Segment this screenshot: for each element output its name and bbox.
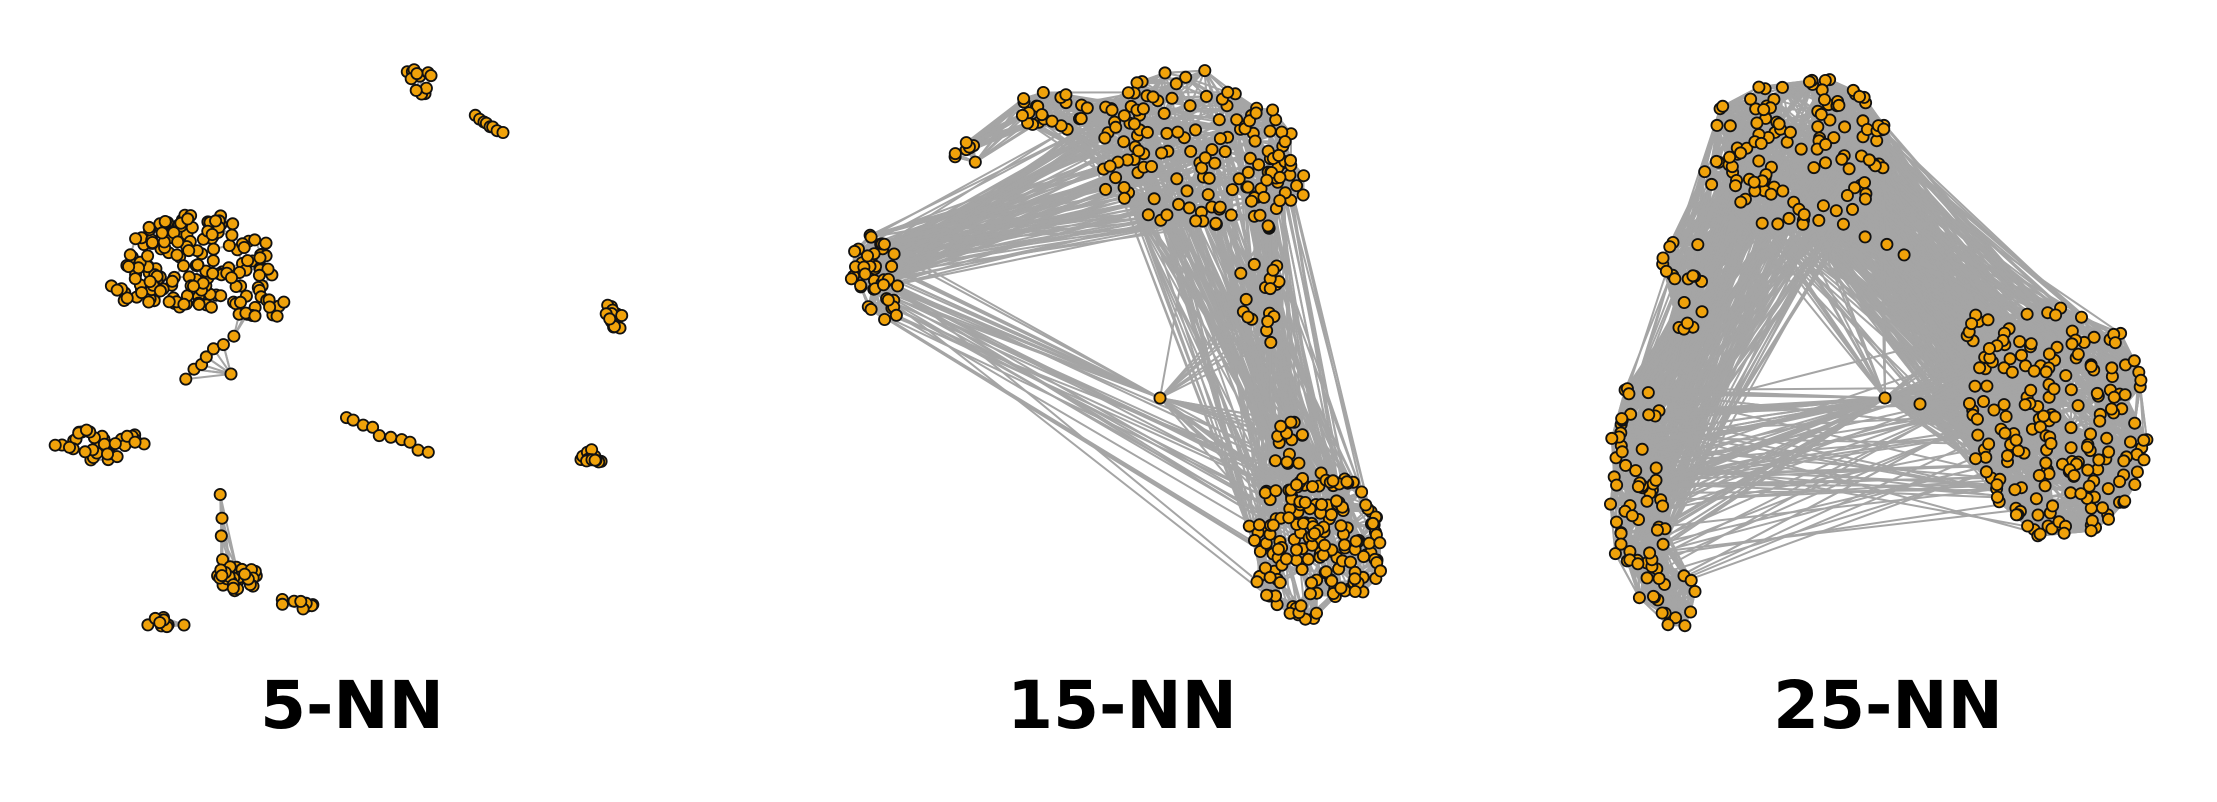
graph-node: [409, 83, 423, 97]
graph-node: [496, 126, 510, 140]
graph-node: [129, 232, 143, 246]
panel-5nn-label: 5-NN: [260, 667, 444, 744]
graph-node: [205, 227, 219, 241]
graph-edge: [221, 517, 238, 568]
graph-node: [142, 220, 156, 234]
graph-node: [128, 435, 142, 449]
graph-node: [206, 254, 220, 268]
graph-node: [176, 259, 190, 273]
graph-node: [603, 312, 617, 326]
graph-node: [253, 251, 267, 265]
graph-node: [153, 284, 167, 298]
graph-node: [588, 453, 602, 467]
graph-node: [233, 295, 247, 309]
graph-node: [419, 81, 433, 95]
graph-node: [224, 271, 238, 285]
graph-node: [192, 297, 206, 311]
graph-node: [177, 297, 191, 311]
graph-node: [224, 367, 238, 381]
graph-node: [615, 308, 629, 322]
graph-node: [170, 248, 184, 262]
graph-node: [171, 235, 185, 249]
graph-node: [177, 618, 191, 632]
graph-node: [80, 423, 94, 437]
graph-node: [122, 260, 136, 274]
panel-5nn: 5-NN: [48, 63, 629, 744]
graph-node: [227, 329, 241, 343]
graph-node: [141, 249, 155, 263]
graph-node: [226, 581, 240, 595]
graph-node: [226, 217, 240, 231]
graph-node: [182, 244, 196, 258]
graph-node: [411, 443, 425, 457]
graph-node: [275, 597, 289, 611]
graph-node: [143, 274, 157, 288]
graph-node: [179, 372, 193, 386]
graph-node: [410, 67, 424, 81]
graph-node: [248, 309, 262, 323]
graph-edge: [185, 373, 232, 381]
graph-node: [277, 295, 291, 309]
graph-node: [241, 254, 255, 268]
graph-node: [155, 226, 169, 240]
graph-node: [145, 235, 159, 249]
graph-node: [237, 240, 251, 254]
graph-node: [215, 511, 229, 525]
graph-node: [222, 238, 236, 252]
graph-node: [214, 289, 228, 303]
graph-node: [128, 272, 142, 286]
graph-node: [135, 286, 149, 300]
graph-node: [259, 236, 273, 250]
graph-node: [252, 268, 266, 282]
graph-node: [204, 300, 218, 314]
graph-node: [248, 233, 262, 247]
graph-node: [372, 429, 386, 443]
graph-node: [209, 214, 223, 228]
graph-node: [216, 338, 230, 352]
graph-node: [153, 616, 167, 630]
graph-node: [110, 283, 124, 297]
graph-node: [108, 437, 122, 451]
graph-node: [294, 594, 308, 608]
graph-node: [158, 214, 172, 228]
graph-node: [48, 438, 62, 452]
graph-node: [123, 248, 137, 262]
graph-node: [421, 445, 435, 459]
graph-node: [206, 266, 220, 280]
graph-node: [162, 295, 176, 309]
panel-5nn-edges: [54, 68, 623, 628]
graph-node: [214, 529, 228, 543]
graph-node: [101, 447, 115, 461]
panel-5nn-nodes: [48, 63, 629, 634]
graph-node: [191, 258, 205, 272]
graph-node: [165, 274, 179, 288]
graph-node: [225, 228, 239, 242]
graph-node: [213, 487, 227, 501]
graph-node: [424, 69, 438, 83]
graph-node: [78, 445, 92, 459]
graph-node: [270, 309, 284, 323]
graph-node: [238, 567, 252, 581]
graph-node: [215, 569, 229, 583]
graph-node: [384, 430, 398, 444]
panel-15nn: 15-NN: [844, 64, 1388, 744]
graph-node: [63, 440, 77, 454]
graph-node: [186, 279, 200, 293]
graph-node: [181, 212, 195, 226]
graph-node: [207, 242, 221, 256]
